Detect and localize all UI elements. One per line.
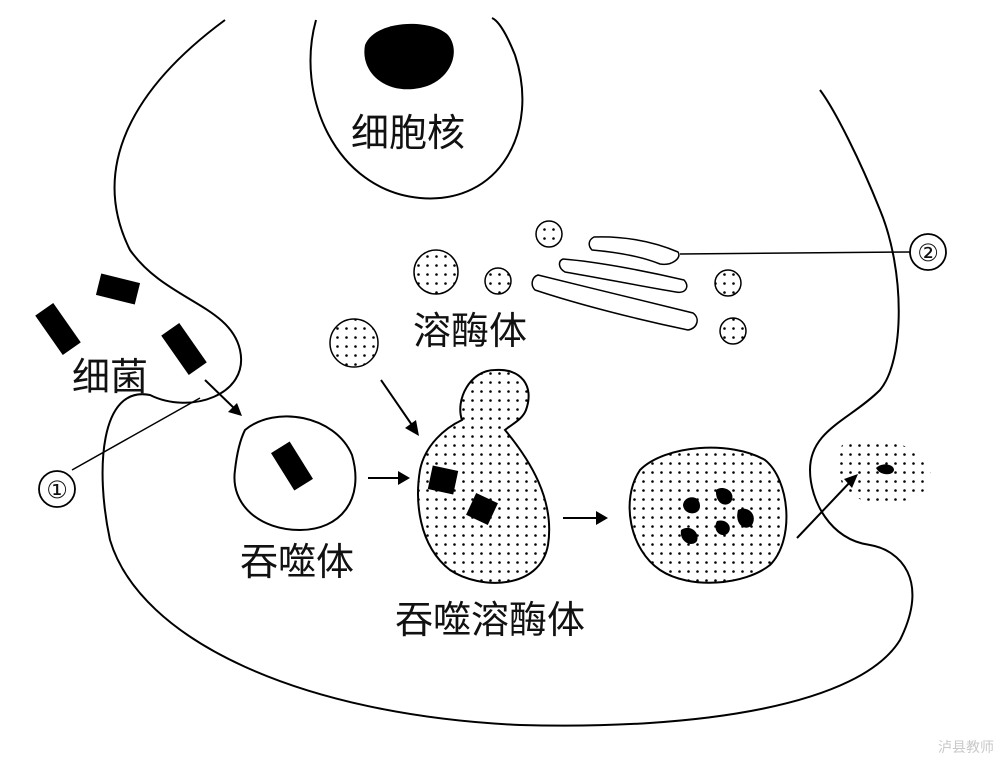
- lysosome-vesicle: [714, 269, 742, 297]
- marker-2-leader: [679, 251, 911, 255]
- marker-1-leader: [71, 397, 201, 471]
- bacterium-in-phagosome: [271, 441, 313, 491]
- digested-fragment: [876, 464, 894, 475]
- arrow-head: [405, 420, 419, 436]
- digested-fragment: [715, 520, 730, 536]
- nucleus-label: 细胞核: [351, 111, 465, 155]
- lysosome-vesicle: [484, 267, 512, 295]
- bacterium-in-phagolysosome: [427, 465, 459, 495]
- residual-body: [628, 446, 788, 584]
- golgi-cisterna-1: [588, 236, 680, 266]
- digested-fragment: [680, 527, 698, 544]
- phagolysosome-label: 吞噬溶酶体: [395, 598, 585, 642]
- bacterium: [35, 303, 81, 355]
- lysosome-vesicle: [719, 317, 747, 345]
- nucleolus: [364, 23, 454, 90]
- golgi-cisterna-3: [531, 274, 698, 331]
- bacterium-in-phagolysosome: [466, 493, 498, 525]
- digested-fragment: [715, 488, 733, 505]
- marker-1-text: ①: [46, 476, 68, 504]
- arrow-exocytosis: [796, 479, 853, 539]
- marker-2-text: ②: [917, 239, 939, 267]
- arrow-lysosome: [380, 379, 415, 429]
- lysosome-vesicle: [413, 249, 459, 295]
- bacterium: [95, 273, 141, 305]
- phagolysosome: [417, 368, 551, 584]
- marker-1-circle: [38, 470, 76, 508]
- arrow-head: [398, 471, 410, 485]
- lysosome-label: 溶酶体: [413, 309, 527, 353]
- cell-membrane: [101, 19, 914, 727]
- digested-fragment: [737, 508, 754, 528]
- bacteria-label: 细菌: [72, 355, 148, 399]
- arrow-head: [596, 511, 608, 525]
- watermark: 泸县教师: [938, 740, 994, 756]
- lysosome-vesicle: [535, 220, 563, 248]
- digested-fragment: [683, 497, 700, 514]
- arrow-engulf: [204, 379, 237, 411]
- marker-2-circle: [909, 233, 947, 271]
- bacterium: [161, 323, 207, 375]
- golgi-cisterna-2: [558, 258, 688, 294]
- lysosome-vesicle: [329, 318, 379, 368]
- nucleus-membrane: [309, 17, 524, 200]
- phagosome-label: 吞噬体: [240, 540, 354, 584]
- arrow-head: [228, 403, 242, 416]
